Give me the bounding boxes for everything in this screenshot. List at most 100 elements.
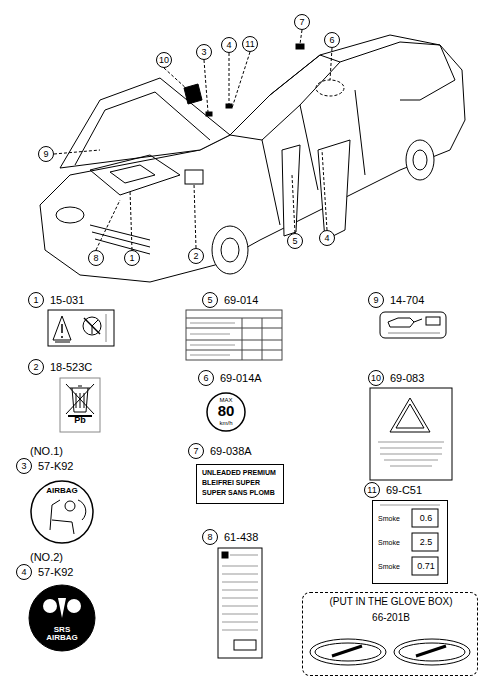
- leader-lines-part: [292, 175, 295, 233]
- label-61-438-part: [234, 640, 256, 650]
- label-text: SUPER SANS PLOMB: [202, 489, 282, 496]
- car-drawing-part: [318, 140, 350, 240]
- callout-number: 9: [368, 292, 384, 308]
- label-57-K92-seat: [50, 500, 86, 534]
- circle-shape: [29, 585, 95, 651]
- car-drawing-part: [296, 44, 304, 49]
- label-text: 0.6: [413, 514, 439, 523]
- part-number: 69-038A: [210, 445, 252, 458]
- label-18-523C: [60, 378, 100, 432]
- leader-lines-part: [130, 190, 132, 250]
- car-drawing-part: [110, 165, 155, 183]
- part-number: 18-523C: [50, 361, 92, 374]
- label-18-523C-part: [78, 386, 82, 387]
- label-14-704-part: [388, 333, 440, 334]
- label-text: Pb: [66, 416, 94, 425]
- label-69-083-part: [378, 442, 444, 466]
- car-drawing-part: [90, 155, 180, 195]
- car-drawing-part: [340, 42, 440, 62]
- callout-number: 8: [202, 529, 218, 545]
- airbag-icon: [67, 599, 81, 613]
- leader-lines: [54, 30, 332, 250]
- car-drawing-part: [282, 145, 300, 236]
- part-number: 69-C51: [386, 484, 422, 497]
- label-69-083: [370, 388, 452, 480]
- callout-number: 7: [294, 14, 310, 30]
- label-61-438: [218, 548, 262, 658]
- label-18-523C-part: [66, 384, 94, 414]
- callout-number: 9: [38, 146, 54, 162]
- callout-number: 1: [28, 292, 44, 308]
- fuel-label: UNLEADED PREMIUMBLEIFREI SUPERSUPER SANS…: [196, 464, 284, 504]
- car-drawing-part: [316, 80, 344, 96]
- callout-number: 6: [198, 370, 214, 386]
- part-number: 57-K92: [38, 460, 73, 473]
- srs-airbag-label: SRS AIRBAG: [28, 584, 96, 652]
- label-text: 0.71: [413, 562, 439, 571]
- leader-lines-part: [204, 60, 208, 112]
- leader-lines-part: [54, 150, 100, 154]
- glove-box-labels-part: [332, 646, 446, 656]
- callout-number: 4: [319, 230, 335, 246]
- part-number: 15-031: [50, 294, 84, 307]
- label-57-K92-seat-part: [65, 501, 75, 511]
- label-text: Smoke: [378, 515, 412, 522]
- callout-number: 10: [156, 52, 172, 68]
- car-drawing-part: [184, 84, 202, 104]
- label-14-704-part: [380, 312, 446, 338]
- car-drawing-part: [221, 238, 239, 262]
- label-14-704-part: [426, 317, 440, 325]
- callout-number: 10: [368, 370, 384, 386]
- label-text: BLEIFREI SUPER: [202, 479, 282, 486]
- label-text: km/h: [206, 420, 246, 426]
- leader-lines-part: [322, 150, 327, 230]
- label-57-K92-seat-part: [78, 500, 86, 520]
- label-15-031-part: [53, 316, 71, 340]
- label-15-031-part: [83, 317, 101, 335]
- car-drawing-part: [206, 112, 212, 116]
- label-text: 80: [206, 403, 246, 419]
- label-text: SRS AIRBAG: [42, 626, 82, 643]
- car-drawing-part: [60, 78, 230, 168]
- label-text: 2.5: [413, 538, 439, 547]
- car-drawing-part: [413, 150, 427, 170]
- label-69-c51-cells-part: [412, 557, 438, 575]
- label-14-704-part: [388, 318, 414, 327]
- part-number: (NO.1): [30, 445, 63, 458]
- callout-number: 3: [16, 458, 32, 474]
- airbag-label: AIRBAG: [30, 480, 94, 544]
- label-69-c51-cells-part: [380, 505, 440, 506]
- callout-number: 4: [16, 564, 32, 580]
- label-69-083-part: [396, 404, 424, 428]
- label-text: 66-201B: [303, 613, 479, 624]
- label-text: (PUT IN THE GLOVE BOX): [303, 597, 479, 608]
- label-69-014: [186, 310, 282, 360]
- label-69-014-part: [190, 323, 235, 355]
- label-15-031-part: [84, 318, 100, 334]
- car-drawing-part: [262, 140, 280, 225]
- car-drawing-part: [355, 90, 365, 175]
- label-15-031-part: [48, 310, 114, 346]
- label-69-083-part: [390, 398, 430, 432]
- label-61-438-part: [218, 548, 262, 658]
- callout-number: 7: [188, 443, 204, 459]
- car-drawing-part: [212, 226, 248, 274]
- part-number: 14-704: [390, 294, 424, 307]
- label-text: Smoke: [378, 539, 412, 546]
- leader-lines-part: [300, 30, 302, 44]
- callout-number: 4: [221, 37, 237, 53]
- glove-box-labels: [310, 639, 470, 665]
- car-drawing-part: [406, 140, 434, 180]
- label-69-014-part: [186, 310, 282, 360]
- airbag-icon: [58, 598, 66, 618]
- label-15-031-part: [61, 324, 63, 338]
- label-text: Smoke: [378, 563, 412, 570]
- callout-number: 8: [88, 250, 104, 266]
- label-15-031-part: [106, 314, 107, 342]
- part-number: 61-438: [224, 531, 258, 544]
- car-drawing-part: [300, 105, 318, 190]
- label-61-438-part: [222, 555, 258, 630]
- callout-number: 5: [202, 292, 218, 308]
- glove-box-group: (PUT IN THE GLOVE BOX) 66-201B: [302, 592, 478, 676]
